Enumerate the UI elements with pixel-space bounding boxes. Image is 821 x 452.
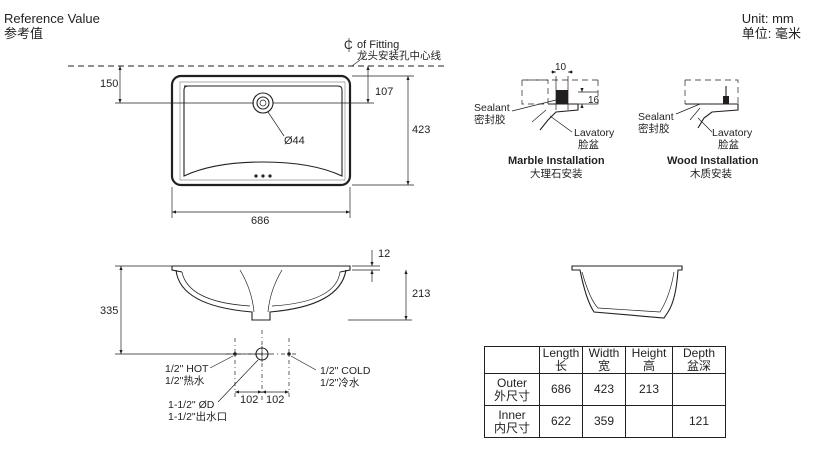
dim-rim: 12 xyxy=(378,248,390,260)
hot-label-en: 1/2" HOT xyxy=(165,363,209,375)
hot-label-cn: 1/2"热水 xyxy=(165,374,205,387)
overflow-holes-icon xyxy=(254,174,272,178)
reference-value-cn: 参考值 xyxy=(4,26,44,41)
wood-title-en: Wood Installation xyxy=(667,155,759,167)
fitting-label-en: of Fitting xyxy=(357,39,399,51)
table-cell: 359 xyxy=(582,405,626,438)
fitting-label-cn: 龙头安装孔中心线 xyxy=(357,49,441,62)
marble-sealant-cn: 密封胶 xyxy=(474,113,506,126)
basin-inner-bowl xyxy=(183,85,343,177)
dim-height: 423 xyxy=(412,124,430,136)
hole-diameter-label: Ø44 xyxy=(284,135,305,147)
cold-label-en: 1/2" COLD xyxy=(320,365,371,377)
table-cell xyxy=(672,373,726,406)
unit-cn: 单位: 毫米 xyxy=(741,26,801,41)
table-cell: 121 xyxy=(672,405,726,438)
wood-sealant-en: Sealant xyxy=(638,111,674,123)
side-view: 12 213 335 1/2" HOT 1/2"热水 1/2" COLD 1/2… xyxy=(100,248,430,423)
marble-sealant-en: Sealant xyxy=(474,102,510,114)
wood-sealant-cn: 密封胶 xyxy=(638,122,670,135)
dim-left-102: 102 xyxy=(240,394,258,406)
wood-lavatory-en: Lavatory xyxy=(712,127,753,139)
plan-view: C of Fitting 龙头安装孔中心线 Ø44 150 xyxy=(68,38,448,227)
dim-hole-offset: 107 xyxy=(375,86,393,98)
svg-text:C: C xyxy=(344,38,353,52)
dim-top-offset: 150 xyxy=(100,78,118,90)
drain-label-en: 1-1/2" ØD xyxy=(168,399,215,411)
wood-installation-detail: Sealant 密封胶 Lavatory 脸盆 Wood Installatio… xyxy=(638,79,759,180)
table-cell: 423 xyxy=(582,373,626,406)
reference-value-en: Reference Value xyxy=(4,11,100,26)
marble-dim-16: 16 xyxy=(588,95,600,106)
table-cell: 686 xyxy=(539,373,583,406)
unit-label: Unit: mm 单位: 毫米 xyxy=(742,11,801,41)
unit-en: Unit: mm xyxy=(741,11,794,26)
reference-value-label: Reference Value 参考值 xyxy=(4,11,100,41)
dim-total: 335 xyxy=(100,305,118,317)
drain-hole-icon xyxy=(252,92,274,114)
drain-outlet-icon xyxy=(254,346,270,362)
dim-right-102: 102 xyxy=(266,394,284,406)
wood-sealant-block xyxy=(723,96,729,104)
dim-bowl: 213 xyxy=(412,288,430,300)
basin-section-profile xyxy=(571,265,683,319)
cold-inlet-icon xyxy=(287,352,291,356)
marble-lavatory-en: Lavatory xyxy=(574,127,615,139)
wood-lavatory-cn: 脸盆 xyxy=(718,138,739,151)
marble-lavatory-cn: 脸盆 xyxy=(578,138,599,151)
hot-inlet-icon xyxy=(233,352,237,356)
marble-installation-detail: 10 16 Sealant 密封胶 Lavatory 脸盆 Marble Ins… xyxy=(474,62,615,180)
wood-title-cn: 木质安装 xyxy=(690,167,732,180)
drain-label-cn: 1-1/2"出水口 xyxy=(168,410,227,423)
basin-outer-rim xyxy=(170,74,352,187)
marble-sealant-block xyxy=(556,90,568,104)
table-cell: 213 xyxy=(625,373,673,406)
table-cell xyxy=(625,405,673,438)
section-view xyxy=(571,265,683,319)
marble-dim-10: 10 xyxy=(555,62,567,73)
centerline-symbol-icon: C xyxy=(344,38,353,52)
table-cell: 622 xyxy=(539,405,583,438)
marble-title-cn: 大理石安装 xyxy=(530,167,583,180)
basin-side-profile xyxy=(175,269,347,321)
cold-label-cn: 1/2"冷水 xyxy=(320,376,360,389)
dim-width: 686 xyxy=(251,215,269,227)
marble-title-en: Marble Installation xyxy=(508,155,605,167)
table-corner-cell xyxy=(484,346,540,374)
